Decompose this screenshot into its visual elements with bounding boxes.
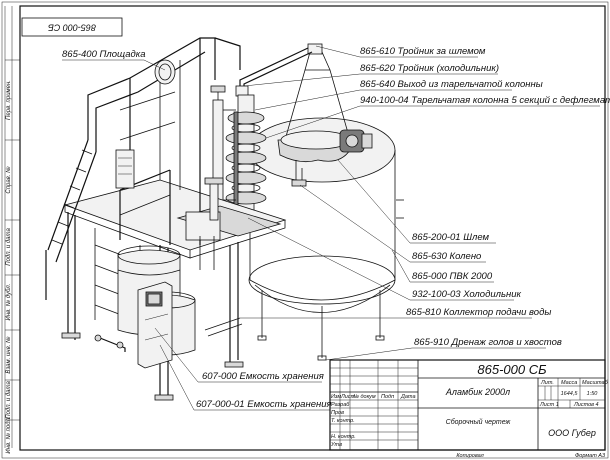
tb-row-razrab: Разраб [331,402,350,408]
tb-designation: 865-000 СБ [477,362,547,377]
tb-col-izm: Изм [331,394,341,400]
callout-elbow: 865-630 Колено [412,251,481,262]
agitator-motor [339,129,373,153]
left-strip: Перв. примен. Справ. № Подп. и дата Инв.… [4,6,20,454]
tb-lit: Лит. [540,380,554,386]
side-label-4: Взам. инв. № [5,336,12,374]
tb-col-sign: Подп [381,394,394,400]
tb-company: ООО Губер [548,428,596,438]
callout-storage-tank-01: 607-000-01 Емкость хранения [196,399,332,410]
tb-row-tkontr: Т. контр. [331,418,355,424]
side-label-6: Инв. № подл. [5,416,12,453]
tb-scale-label: Масштаб [582,380,609,386]
side-label-0: Перв. примен. [6,80,12,120]
side-label-2: Подп. и дата [6,228,12,266]
tb-col-list: Лист [340,394,356,400]
inner-frame [19,5,606,451]
side-label-5: Подп. и дата [6,381,12,419]
drain-pipes [94,317,243,352]
tb-col-doc: № докум [353,394,376,400]
callout-tee-cooler: 865-620 Тройник (холодильник) [360,63,499,74]
callout-plate-column: 940-100-04 Тарельчатая колонна 5 секций … [360,95,610,106]
tb-col-date: Дата [400,394,416,400]
title-block: 865-000 СБ Аламбик 2000л Сборочный черте… [329,359,609,459]
control-cabinet [137,281,173,369]
callout-drain: 865-910 Дренаж голов и хвостов [414,337,562,348]
header-stamp-text: 865-000 СБ [48,23,96,33]
helmet [277,43,353,187]
tb-sheets: Листов 4 [573,402,599,408]
callout-storage-tank: 607-000 Емкость хранения [202,371,324,382]
equipment [45,37,404,401]
tb-row-nkontr: Н. контр. [331,434,356,440]
tb-mass-label: Масса [561,380,577,386]
tb-sheet: Лист 1 [539,402,559,408]
vapor-pipe [235,47,313,97]
tb-row-prov: Пров [331,410,344,416]
side-label-1: Справ. № [5,166,12,194]
tb-mass-value: 1644,5 [561,391,579,397]
tb-row-utv: Утв [330,442,342,448]
callout-tee-helmet: 865-610 Тройник за шлемом [360,46,486,57]
tb-copied: Копировал [456,453,483,459]
tb-format: Формат А3 [575,453,606,459]
tb-scale-value: 1:50 [587,391,599,397]
tb-doc-type: Сборочный чертеж [446,418,512,426]
tb-name: Аламбик 2000л [445,387,510,397]
side-label-3: Инв. № дубл. [5,284,12,321]
callout-platform: 865-400 Площадка [62,49,146,60]
header-stamp: 865-000 СБ [21,17,123,37]
plate-column [225,94,267,226]
callout-pvk: 865-000 ПВК 2000 [412,271,493,282]
callout-cooler: 932-100-03 Холодильник [412,289,521,300]
callout-column-outlet: 865-640 Выход из тарельчатой колонны [360,79,543,90]
callout-water-collector: 865-810 Коллектор подачи воды [406,307,551,318]
deck-equipment [176,177,282,270]
callout-helmet: 865-200-01 Шлем [412,232,490,243]
callouts: 865-400 Площадка 865-610 Тройник за шлем… [62,45,610,411]
